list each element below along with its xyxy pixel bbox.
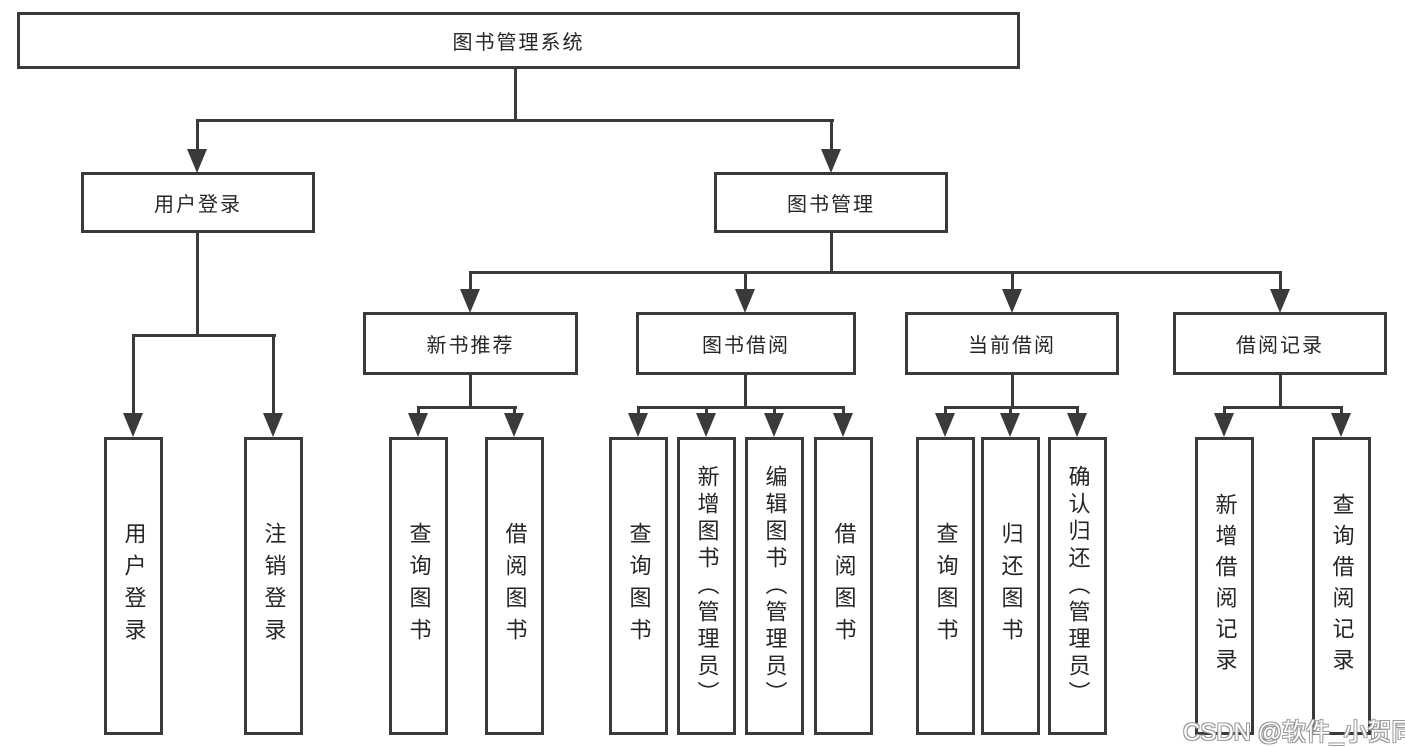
connector-line <box>469 374 472 409</box>
connector-line <box>773 406 776 415</box>
connector-line <box>272 334 275 415</box>
arrowhead <box>263 413 283 437</box>
connector-line <box>705 406 708 415</box>
connector-line <box>637 406 640 415</box>
arrowhead <box>408 413 428 437</box>
leaf-current-query-books: 查询图书 <box>916 437 975 735</box>
connector-line <box>830 233 833 274</box>
arrowhead <box>1002 289 1022 313</box>
arrowhead <box>123 413 143 437</box>
connector-line <box>1279 374 1282 409</box>
arrowhead <box>1067 413 1087 437</box>
arrowhead <box>1000 413 1020 437</box>
connector-line <box>1340 406 1343 415</box>
leaf-user-login: 用户登录 <box>104 437 163 735</box>
connector-line <box>196 233 199 336</box>
node-book-borrowing: 图书借阅 <box>636 312 856 375</box>
connector-line <box>744 271 747 290</box>
node-new-book-recommend: 新书推荐 <box>363 312 578 375</box>
arrowhead <box>1331 413 1351 437</box>
arrowhead <box>187 149 207 173</box>
node-book-management: 图书管理 <box>714 172 948 233</box>
connector-line <box>1223 406 1226 415</box>
leaf-recommend-borrow-books: 借阅图书 <box>485 437 544 735</box>
connector-line <box>469 271 472 290</box>
csdn-watermark: CSDN @软件_小贺同学 <box>1183 719 1405 746</box>
connector-line <box>1279 271 1282 290</box>
node-borrowing-records: 借阅记录 <box>1173 312 1387 375</box>
connector-line <box>132 334 276 337</box>
connector-line <box>1011 271 1014 290</box>
node-current-borrowing: 当前借阅 <box>905 312 1119 375</box>
connector-line <box>637 406 845 409</box>
connector-line <box>417 406 517 409</box>
arrowhead <box>764 413 784 437</box>
arrowhead <box>696 413 716 437</box>
arrowhead <box>935 413 955 437</box>
connector-line <box>842 406 845 415</box>
connector-line <box>132 334 135 415</box>
arrowhead <box>504 413 524 437</box>
arrowhead <box>735 289 755 313</box>
arrowhead <box>1214 413 1234 437</box>
leaf-current-return-books: 归还图书 <box>981 437 1040 735</box>
connector-line <box>830 119 833 151</box>
connector-line <box>1223 406 1343 409</box>
arrowhead <box>821 149 841 173</box>
leaf-borrowing-borrow-books: 借阅图书 <box>814 437 873 735</box>
leaf-borrowing-add-books-admin: 新增图书（管理员） <box>677 437 736 735</box>
connector-line <box>196 119 199 151</box>
connector-line <box>469 271 1282 274</box>
node-root-system: 图书管理系统 <box>17 12 1020 69</box>
leaf-borrowing-edit-books-admin: 编辑图书（管理员） <box>745 437 804 735</box>
arrowhead <box>460 289 480 313</box>
arrowhead <box>628 413 648 437</box>
connector-line <box>1011 374 1014 409</box>
leaf-recommend-query-books: 查询图书 <box>389 437 448 735</box>
connector-line <box>513 406 516 415</box>
connector-line <box>514 69 517 120</box>
leaf-borrowing-query-books: 查询图书 <box>609 437 668 735</box>
connector-line <box>944 406 947 415</box>
node-user-login: 用户登录 <box>81 172 315 233</box>
connector-line <box>196 119 834 122</box>
connector-line <box>417 406 420 415</box>
leaf-current-confirm-return-admin: 确认归还（管理员） <box>1048 437 1107 735</box>
connector-line <box>1076 406 1079 415</box>
leaf-records-query-record: 查询借阅记录 <box>1312 437 1371 735</box>
leaf-records-add-record: 新增借阅记录 <box>1195 437 1254 735</box>
arrowhead <box>1270 289 1290 313</box>
connector-line <box>1009 406 1012 415</box>
connector-line <box>744 374 747 409</box>
leaf-logout: 注销登录 <box>244 437 303 735</box>
arrowhead <box>833 413 853 437</box>
